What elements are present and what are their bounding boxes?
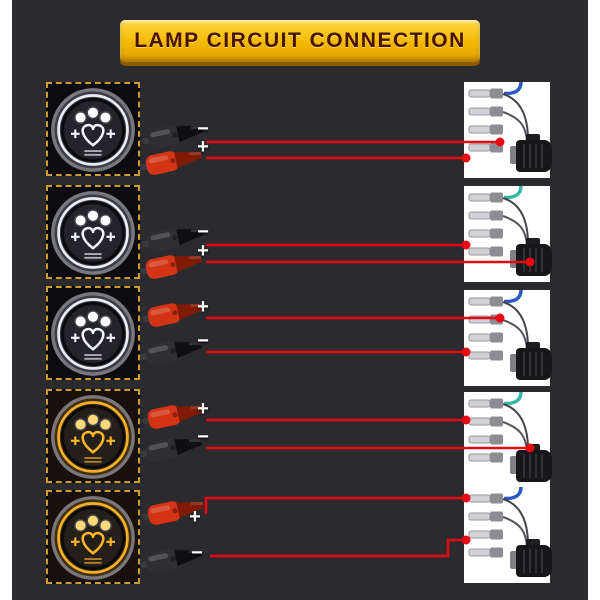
connector-plug-icon <box>464 392 556 488</box>
connector-plug-icon <box>464 487 556 583</box>
headlight-lamp-icon <box>48 492 138 582</box>
headlight-photo-4 <box>46 389 140 483</box>
circuit-row-2: − + <box>0 185 600 285</box>
headlight-lamp-icon <box>48 288 138 378</box>
polarity-sign-positive: + <box>197 240 209 262</box>
polarity-sign-negative: − <box>197 118 209 140</box>
polarity-sign-positive: + <box>197 136 209 158</box>
circuit-row-5: + − <box>0 490 600 590</box>
polarity-sign-negative: − <box>191 542 203 564</box>
wire-harness-connector-5 <box>464 487 556 583</box>
connector-plug-icon <box>464 82 556 178</box>
headlight-lamp-icon <box>48 187 138 277</box>
polarity-sign-positive: + <box>197 398 209 420</box>
headlight-photo-5 <box>46 490 140 584</box>
polarity-sign-negative: − <box>197 426 209 448</box>
connector-plug-icon <box>464 186 556 282</box>
wire-harness-connector-3 <box>464 290 556 386</box>
headlight-lamp-icon <box>48 391 138 481</box>
polarity-sign-negative: − <box>197 221 209 243</box>
right-margin <box>588 0 600 600</box>
headlight-photo-2 <box>46 185 140 279</box>
connector-plug-icon <box>464 290 556 386</box>
circuit-row-3: + − <box>0 286 600 386</box>
headlight-photo-1 <box>46 82 140 176</box>
wire-harness-connector-1 <box>464 82 556 178</box>
wire-harness-connector-4 <box>464 392 556 488</box>
polarity-sign-negative: − <box>197 330 209 352</box>
page-title: LAMP CIRCUIT CONNECTION <box>134 29 466 52</box>
headlight-photo-3 <box>46 286 140 380</box>
left-margin <box>0 0 12 600</box>
circuit-row-1: − + <box>0 82 600 182</box>
polarity-sign-positive: + <box>197 296 209 318</box>
circuit-row-4: + − <box>0 389 600 489</box>
headlight-lamp-icon <box>48 84 138 174</box>
title-banner: LAMP CIRCUIT CONNECTION <box>120 20 480 62</box>
wire-harness-connector-2 <box>464 186 556 282</box>
polarity-sign-positive: + <box>189 506 201 528</box>
